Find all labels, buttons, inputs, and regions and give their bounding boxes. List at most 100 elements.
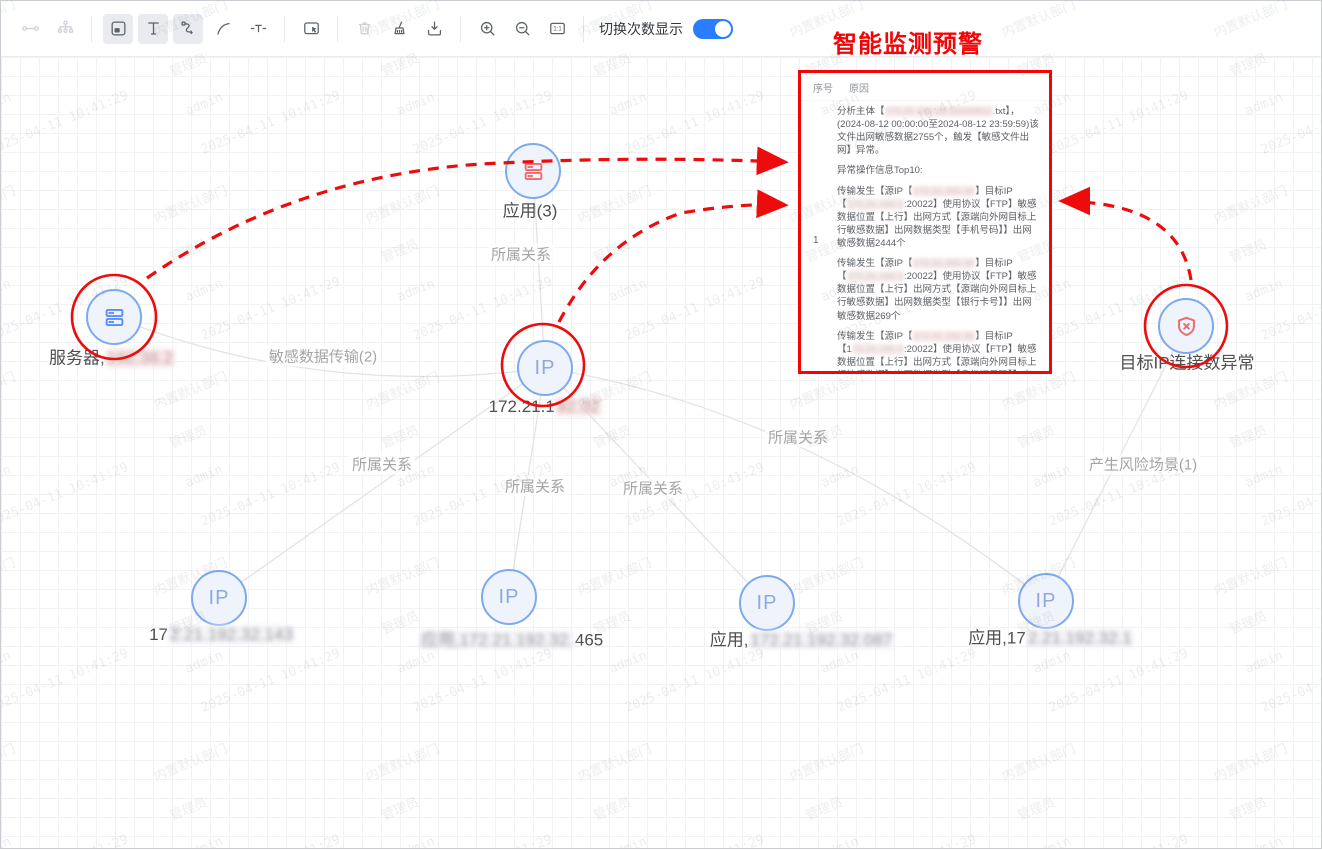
redacted-text: 172.21.192.32-20240812	[884, 106, 993, 117]
zoom-out-icon	[515, 21, 529, 36]
ip-node-glyph: IP	[208, 586, 230, 609]
label-text: 应用(3)	[502, 201, 558, 221]
alert-detail-panel: 序号 原因 1 分析主体【172.21.192.32-20240812.txt】…	[798, 70, 1052, 374]
redacted-text: 172.21.192.32	[912, 185, 976, 197]
label-text: 17	[149, 625, 169, 644]
paragraph-text: 异常操作信息Top10:	[837, 165, 923, 177]
node-circle[interactable]: IP	[739, 575, 795, 631]
export-download-icon	[427, 21, 441, 36]
node-label: 应用,172.21.192.32.465	[418, 626, 604, 651]
toolbar-button-edge-pen[interactable]	[173, 13, 203, 44]
redacted-text: 92.32	[554, 397, 602, 416]
label-text: 服务器,	[49, 348, 105, 368]
edge-label: 所属关系	[764, 426, 832, 448]
column-header-index: 序号	[813, 84, 833, 95]
toolbar-button-one-to-one[interactable]: 1:1	[542, 14, 572, 44]
toolbar-divider	[284, 15, 285, 42]
node-circle[interactable]: IP	[191, 570, 247, 626]
ip-node-glyph: IP	[1035, 589, 1057, 612]
toolbar-button-line-text[interactable]	[243, 14, 273, 44]
count-display-toggle[interactable]	[693, 18, 733, 39]
label-text: 465	[574, 630, 604, 650]
node-circle[interactable]: IP	[481, 569, 537, 625]
redacted-text: 2.21.192.32.143	[168, 625, 295, 644]
text-tool-icon	[147, 22, 159, 35]
alert-paragraph: 传输发生【源IP【172.21.192.32】目标IP【172.21.192.3…	[837, 257, 1039, 323]
toolbar-button-select-area[interactable]	[296, 14, 326, 44]
count-display-toggle-label: 切换次数显示	[599, 20, 683, 37]
label-text: 应用,	[709, 630, 749, 650]
toolbar-group	[296, 14, 326, 44]
toolbar-button-groups: 1:1	[15, 13, 572, 44]
alert-panel-row: 1 分析主体【172.21.192.32-20240812.txt】，(2024…	[801, 101, 1049, 371]
toolbar-button-text-tool[interactable]	[138, 13, 168, 44]
alert-panel-header: 序号 原因	[801, 73, 1049, 101]
toolbar-divider	[337, 15, 338, 42]
toolbar: 1:1 切换次数显示	[1, 1, 1321, 57]
edge-label: 所属关系	[487, 243, 555, 265]
node-circle[interactable]	[86, 289, 142, 345]
hierarchy-icon	[57, 20, 73, 33]
alert-paragraph: 传输发生【源IP【172.21.192.32】目标IP【172.21.192.3…	[837, 330, 1039, 371]
clear-canvas-icon	[393, 21, 405, 35]
graph-canvas[interactable]	[1, 57, 1321, 848]
ip-node-glyph: IP	[534, 356, 556, 379]
label-text: 应用,17	[968, 628, 1026, 648]
node-circle[interactable]: IP	[1018, 573, 1074, 629]
toolbar-button-node-card[interactable]	[103, 13, 133, 44]
one-to-one-icon: 1:1	[549, 22, 565, 35]
alert-paragraph: 分析主体【172.21.192.32-20240812.txt】，(2024-0…	[837, 105, 1039, 157]
toolbar-button-hierarchy	[50, 14, 80, 44]
toolbar-button-link	[15, 14, 45, 44]
toolbar-button-export-download[interactable]	[419, 14, 449, 44]
shield-x-icon	[1177, 316, 1195, 336]
delete-icon	[358, 22, 370, 35]
toolbar-group	[103, 13, 273, 44]
edge-label: 敏感数据传输(2)	[265, 345, 381, 367]
label-text: 172.21.1	[488, 397, 555, 416]
edge-label: 所属关系	[619, 477, 687, 499]
toolbar-group	[15, 14, 80, 44]
redacted-text: 172.21.192.3	[846, 271, 904, 283]
node-label: 目标IP连接数异常	[1119, 349, 1254, 374]
paragraph-text: 】目标IP【	[837, 185, 1013, 210]
alert-paragraph: 传输发生【源IP【172.21.192.32】目标IP【172.21.192.3…	[837, 185, 1039, 251]
server-icon	[105, 308, 123, 326]
toolbar-button-curve-line[interactable]	[208, 14, 238, 44]
redacted-text: 172.21.192.32	[912, 330, 976, 342]
toolbar-button-clear-canvas[interactable]	[384, 14, 414, 44]
column-header-reason: 原因	[849, 84, 869, 95]
redacted-text: 72.21.192.3	[851, 343, 904, 355]
alert-paragraph: 异常操作信息Top10:	[837, 164, 1039, 177]
paragraph-text: 】目标IP【1	[837, 330, 1013, 355]
paragraph-text: 分析主体【	[837, 106, 885, 117]
select-area-icon	[303, 22, 319, 35]
redacted-text: 192.38.2	[104, 348, 175, 368]
ip-node-glyph: IP	[756, 591, 778, 614]
toolbar-divider	[460, 15, 461, 42]
toolbar-button-zoom-in[interactable]	[472, 14, 502, 44]
label-text: 目标IP连接数异常	[1119, 353, 1255, 373]
toolbar-group	[349, 14, 449, 44]
svg-text:1:1: 1:1	[553, 27, 561, 33]
node-circle[interactable]: IP	[517, 340, 573, 396]
node-label: 应用(3)	[503, 197, 558, 222]
edge-pen-icon	[181, 21, 193, 35]
paragraph-text: .txt】，(2024-08-12 00:00:00至2024-08-12 23…	[837, 106, 1039, 157]
node-circle[interactable]	[505, 143, 561, 199]
paragraph-text: 】目标IP【	[837, 258, 1013, 283]
alert-row-reason: 分析主体【172.21.192.32-20240812.txt】，(2024-0…	[837, 105, 1039, 371]
ip-node-glyph: IP	[498, 585, 520, 608]
toggle-knob	[715, 20, 731, 37]
paragraph-text: :20022】使用协议【FTP】敏感数据位置【上行】出网方式【源端向外网目标上行…	[837, 271, 1037, 322]
node-label: 应用,172.21.192.32.087	[710, 626, 895, 651]
paragraph-text: :20022】使用协议【FTP】敏感数据位置【上行】出网方式【源端向外网目标上行…	[837, 198, 1037, 249]
server-icon	[524, 162, 542, 180]
annotation-title: 智能监测预警	[833, 31, 983, 58]
redacted-text: 172.21.192.3	[846, 198, 904, 210]
zoom-in-icon	[480, 21, 494, 36]
toolbar-button-zoom-out[interactable]	[507, 14, 537, 44]
node-circle[interactable]	[1158, 298, 1214, 354]
